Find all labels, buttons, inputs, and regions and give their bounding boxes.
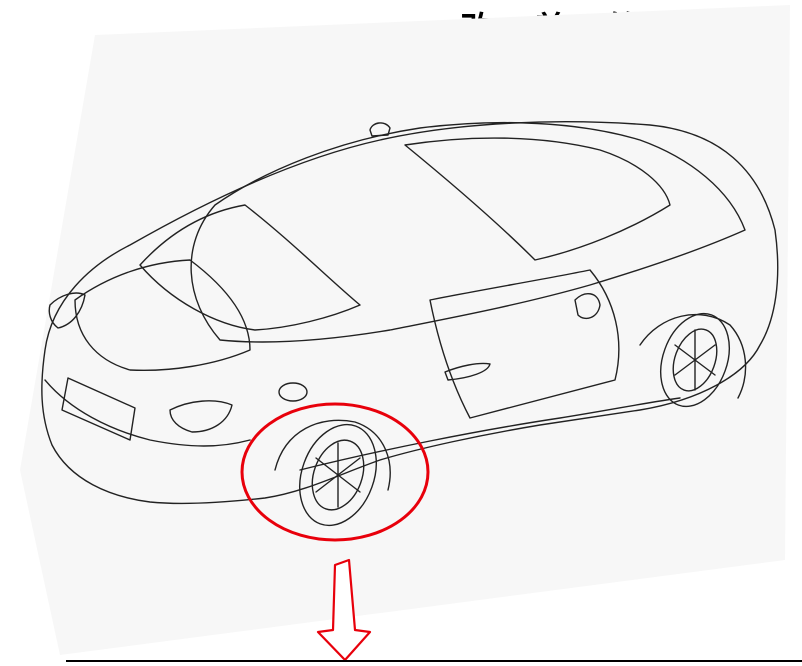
wheel-highlight-ellipse (240, 402, 430, 542)
license-plate (61, 377, 136, 441)
trunk-lid (74, 259, 251, 372)
rear-wheel (299, 423, 377, 527)
side-mirror (574, 293, 601, 320)
front-wheel-arch (639, 313, 747, 399)
down-arrow-icon (316, 558, 372, 662)
front-wheel (660, 312, 730, 408)
fuel-cap (278, 382, 308, 402)
car-illustration (41, 121, 779, 527)
tail-light-left (48, 292, 86, 329)
rear-wheel-arch (274, 419, 391, 491)
rear-bumper (44, 379, 251, 447)
rocker-panel (299, 397, 681, 471)
paper-background (20, 5, 790, 655)
side-window (404, 137, 671, 261)
door-outline (429, 269, 620, 419)
side-badge (444, 362, 491, 381)
rear-window (139, 204, 361, 331)
car-body-outline (41, 121, 779, 505)
tail-light-right (169, 400, 233, 433)
roof-antenna (369, 122, 391, 137)
